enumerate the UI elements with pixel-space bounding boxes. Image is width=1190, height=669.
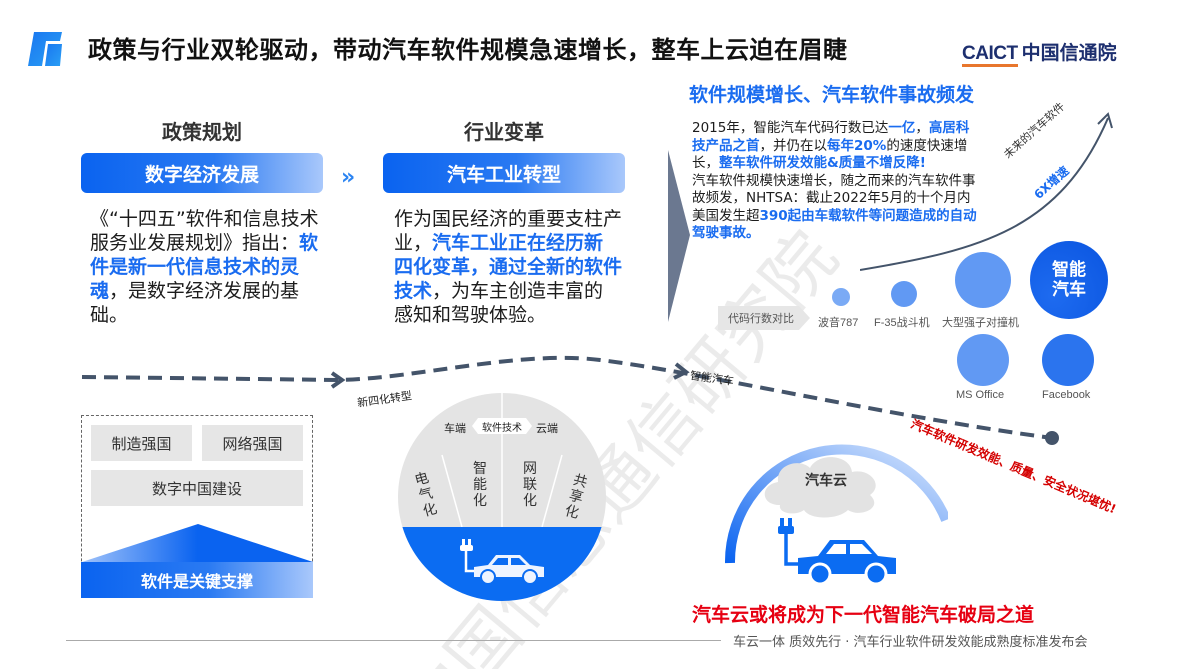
policy-highlight: 软件是新一代信息技术的灵魂 xyxy=(90,232,319,302)
text-part: 2015年，智能汽车代码行数已达 xyxy=(692,120,889,136)
smart-car-bubble: 智能汽车 xyxy=(1030,241,1108,319)
industry-heading: 行业变革 xyxy=(464,120,544,144)
bubble-label: 波音787 xyxy=(818,317,859,329)
vehicle-end-label: 车端 xyxy=(444,422,466,435)
roof-shape-icon xyxy=(82,524,313,562)
intelligence-label: 智能化 xyxy=(473,461,487,509)
connectivity-label: 网联化 xyxy=(523,461,537,509)
growth-paragraph-1: 2015年，智能汽车代码行数已达一亿，高居科技产品之首，并仍在以每年20%的速度… xyxy=(692,120,977,173)
electric-car-icon xyxy=(460,539,544,585)
cloud-arc-icon xyxy=(724,444,948,564)
growth-heading: 软件规模增长、汽车软件事故频发 xyxy=(689,84,975,106)
arrow-lines-icon xyxy=(441,393,563,528)
policy-heading: 政策规划 xyxy=(162,120,242,144)
policy-text-part: ，是数字经济发展的基础。 xyxy=(90,280,300,326)
circle-bottom xyxy=(398,527,606,601)
industry-pill: 汽车工业转型 xyxy=(383,153,625,193)
smart-car-label: 智能汽车 xyxy=(1052,260,1086,300)
growth-paragraph-2: 汽车软件规模快速增长，随之而来的汽车软件事故频发，NHTSA：截止2022年5月… xyxy=(692,173,977,243)
cloud-icon xyxy=(764,457,876,518)
bubble-boeing xyxy=(832,288,850,306)
cloud-end-label: 云端 xyxy=(536,422,558,435)
growth-curve-icon xyxy=(860,112,1113,271)
industry-text: 作为国民经济的重要支柱产业，汽车工业正在经历新四化变革，通过全新的软件技术，为车… xyxy=(394,207,622,327)
text-part: ， xyxy=(915,120,929,136)
industry-highlight: 汽车工业正在经历新四化变革，通过全新的软件技术 xyxy=(394,232,623,302)
text-part: ，并仍在以 xyxy=(759,137,828,154)
chevron-right-icon: » xyxy=(341,165,355,190)
industry-text-part: 作为国民经济的重要支柱产业， xyxy=(394,208,623,254)
text-highlight: 高居科技产品之首 xyxy=(692,120,970,154)
policy-text: 《“十四五”软件和信息技术服务业发展规划》指出：软件是新一代信息技术的灵魂，是数… xyxy=(90,207,322,327)
brand-logo: CAICT 中国信通院 xyxy=(962,38,1117,67)
bubble-ms-office xyxy=(957,334,1009,386)
bubble-lhc xyxy=(955,252,1011,308)
bubble-facebook xyxy=(1042,334,1094,386)
bubble-label: F-35战斗机 xyxy=(874,317,930,329)
bubble-label: Facebook xyxy=(1042,389,1091,401)
conclusion-text: 汽车云或将成为下一代智能汽车破局之道 xyxy=(692,604,1035,626)
text-part: 汽车软件规模快速增长，随之而来的汽车软件事故频发，NHTSA：截止2022年5月… xyxy=(692,172,976,224)
logo-icon xyxy=(28,32,62,66)
box-digital-china: 数字中国建设 xyxy=(91,470,303,506)
divider-arrow-icon xyxy=(668,150,690,322)
brand-cn: 中国信通院 xyxy=(1021,42,1117,64)
text-highlight: 整车软件研发效能&质量不增反降! xyxy=(719,155,926,171)
bubble-f35 xyxy=(891,281,917,307)
policy-text-part: 《“十四五”软件和信息技术服务业发展规划》指出： xyxy=(90,208,319,254)
software-tech-tag: 软件技术 xyxy=(472,418,532,434)
policy-pill: 数字经济发展 xyxy=(81,153,323,193)
text-highlight: 一亿 xyxy=(888,120,916,136)
footer-divider xyxy=(66,640,721,641)
text-highlight: 每年20% xyxy=(827,137,887,154)
footer-text: 车云一体 质效先行 · 汽车行业软件研发效能成熟度标准发布会 xyxy=(733,635,1088,650)
bubble-label: MS Office xyxy=(956,389,1005,401)
comparison-tag: 代码行数对比 xyxy=(718,306,810,330)
industry-text-part: ，为车主创造丰富的感知和驾驶体验。 xyxy=(394,280,604,326)
support-bar: 软件是关键支撑 xyxy=(81,562,313,598)
page-title: 政策与行业双轮驱动，带动汽车软件规模急速增长，整车上云迫在眉睫 xyxy=(88,36,848,64)
box-network: 网络强国 xyxy=(202,425,303,461)
brand-en: CAICT xyxy=(962,44,1018,67)
box-manufacturing: 制造强国 xyxy=(91,425,192,461)
electric-car-blue-icon xyxy=(778,518,896,586)
foundation-box: 制造强国 网络强国 数字中国建设 xyxy=(81,415,313,596)
text-highlight: 390起由车载软件等问题造成的自动驾驶事故。 xyxy=(692,207,977,242)
growth-text: 2015年，智能汽车代码行数已达一亿，高居科技产品之首，并仍在以每年20%的速度… xyxy=(692,120,977,243)
car-cloud-label: 汽车云 xyxy=(805,473,847,489)
text-part: 的速度快速增长， xyxy=(692,137,968,172)
transformation-path xyxy=(81,355,1059,445)
bubble-label: 大型强子对撞机 xyxy=(942,317,1019,329)
four-modernizations-circle: 车端 软件技术 云端 电气化 智能化 网联化 共享化 xyxy=(398,393,606,601)
